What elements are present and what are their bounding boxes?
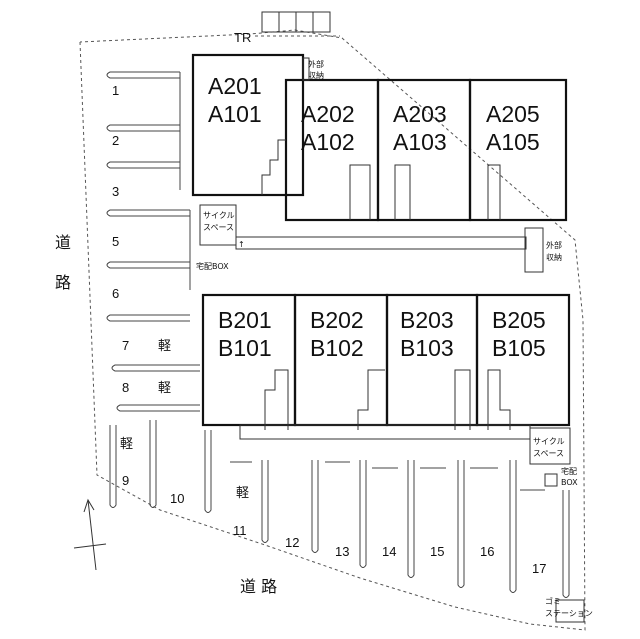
unit-b201: B201 <box>218 307 272 333</box>
outdoor-storage-a-right <box>524 227 544 273</box>
parking-7: 7 <box>122 338 129 353</box>
cycle-space-b-label-1: サイクル <box>533 437 565 446</box>
parking-10: 10 <box>170 491 184 506</box>
road-left-char-2: 路 <box>55 273 71 292</box>
unit-a202: A202 <box>301 101 355 127</box>
parking-5: 5 <box>112 234 119 249</box>
outdoor-storage-a-label-2: 収納 <box>308 70 324 80</box>
garbage-station <box>555 599 585 623</box>
parking-8: 8 <box>122 380 129 395</box>
delivery-box-b <box>544 473 558 487</box>
corridor-arrow: ↑ <box>238 240 245 249</box>
delivery-box-b-label-2: BOX <box>561 478 578 487</box>
cycle-space-a <box>199 204 237 246</box>
road-left-char-1: 道 <box>55 233 71 252</box>
kei-mark-7: 軽 <box>158 339 171 354</box>
unit-b103: B103 <box>400 335 454 361</box>
cycle-space-a-label-1: サイクル <box>203 211 235 220</box>
unit-b202: B202 <box>310 307 364 333</box>
parking-2: 2 <box>112 133 119 148</box>
unit-a205: A205 <box>486 101 540 127</box>
kei-mark-11: 軽 <box>236 486 249 501</box>
kei-mark-9: 軽 <box>120 437 133 452</box>
north-arrow-icon <box>73 498 107 571</box>
site-boundary <box>79 29 586 631</box>
unit-a103: A103 <box>393 129 447 155</box>
parking-17: 17 <box>532 561 546 576</box>
unit-b203: B203 <box>400 307 454 333</box>
cycle-space-b-label-2: スペース <box>533 449 564 458</box>
parking-11: 11 <box>233 523 247 538</box>
cycle-space-a-label-2: スペース <box>203 223 234 232</box>
parking-15: 15 <box>430 544 444 559</box>
parking-12: 12 <box>285 535 299 550</box>
unit-b205: B205 <box>492 307 546 333</box>
outdoor-storage-a-right-label-1: 外部 <box>546 240 562 250</box>
parking-14: 14 <box>382 544 396 559</box>
garbage-station-label-2: ステーション <box>545 609 593 618</box>
corridor-a <box>235 236 527 250</box>
parking-1: 1 <box>112 83 119 98</box>
transformer-label: TR <box>234 30 251 45</box>
garbage-station-label-1: ゴミ <box>545 596 561 606</box>
parking-6: 6 <box>112 286 119 301</box>
kei-mark-8: 軽 <box>158 381 171 396</box>
unit-b102: B102 <box>310 335 364 361</box>
outdoor-storage-a-label-1: 外部 <box>308 59 324 69</box>
bottom-parking <box>109 420 570 598</box>
delivery-box-a-label: 宅配BOX <box>196 261 229 271</box>
road-bottom: 道 路 <box>240 577 277 596</box>
unit-b105: B105 <box>492 335 546 361</box>
building-a <box>191 53 568 222</box>
parking-3: 3 <box>112 184 119 199</box>
parking-13: 13 <box>335 544 349 559</box>
unit-a101: A101 <box>208 101 262 127</box>
unit-b101: B101 <box>218 335 272 361</box>
delivery-box-b-label-1: 宅配 <box>561 466 577 476</box>
parking-9: 9 <box>122 473 129 488</box>
left-parking <box>106 71 200 412</box>
unit-a201: A201 <box>208 73 262 99</box>
parking-16: 16 <box>480 544 494 559</box>
corridor-b <box>239 424 531 440</box>
cycle-space-b <box>529 427 571 465</box>
unit-a203: A203 <box>393 101 447 127</box>
outdoor-storage-a-right-label-2: 収納 <box>546 252 562 262</box>
unit-a105: A105 <box>486 129 540 155</box>
unit-a102: A102 <box>301 129 355 155</box>
